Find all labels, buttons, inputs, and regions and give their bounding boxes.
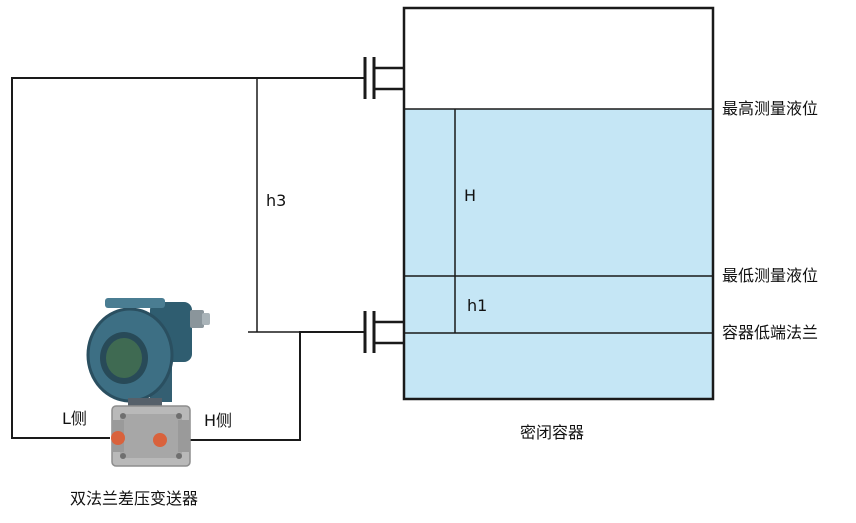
l-side-label: L侧 bbox=[62, 409, 87, 428]
h1-label: h1 bbox=[467, 296, 488, 315]
min-level-label: 最低测量液位 bbox=[722, 266, 819, 285]
differential-pressure-transmitter bbox=[86, 298, 210, 467]
vessel-label: 密闭容器 bbox=[520, 423, 585, 442]
transmitter-label: 双法兰差压变送器 bbox=[70, 489, 199, 508]
l-port bbox=[111, 431, 125, 445]
liquid-fill bbox=[404, 109, 713, 399]
h-port bbox=[153, 433, 167, 447]
upper-flange bbox=[363, 57, 404, 99]
h-side-capillary bbox=[158, 331, 365, 441]
h-side-label: H侧 bbox=[204, 411, 233, 430]
H-label: H bbox=[464, 186, 477, 205]
max-level-label: 最高测量液位 bbox=[722, 99, 819, 118]
low-flange-label: 容器低端法兰 bbox=[722, 323, 819, 342]
h3-label: h3 bbox=[266, 191, 287, 210]
sealed-vessel bbox=[402, 6, 715, 401]
lower-flange bbox=[363, 311, 404, 353]
l-side-capillary bbox=[11, 77, 365, 439]
